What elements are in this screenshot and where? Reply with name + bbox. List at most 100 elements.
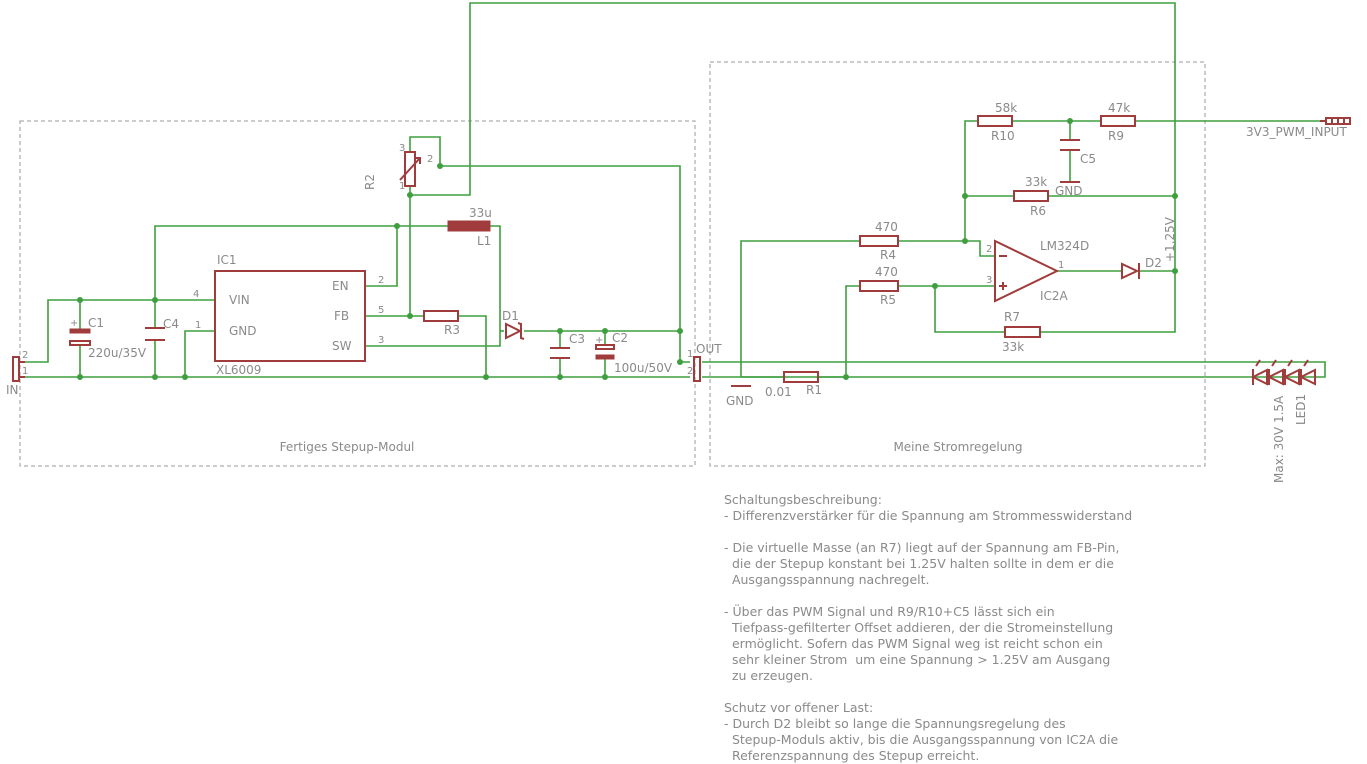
svg-text:R9: R9 bbox=[1108, 129, 1124, 143]
diode-d1: D1 bbox=[502, 309, 525, 340]
svg-text:SW: SW bbox=[332, 339, 352, 353]
svg-text:3: 3 bbox=[986, 275, 992, 286]
svg-text:D2: D2 bbox=[1145, 256, 1162, 270]
resistor-r3: R3 bbox=[423, 310, 460, 337]
capacitor-c3: C3 bbox=[550, 332, 585, 359]
svg-text:R10: R10 bbox=[991, 129, 1015, 143]
svg-text:5: 5 bbox=[378, 305, 384, 316]
svg-text:R7: R7 bbox=[1004, 310, 1020, 324]
svg-text:58k: 58k bbox=[995, 101, 1017, 115]
stepup-module-frame bbox=[19, 120, 696, 467]
input-label: IN bbox=[6, 383, 19, 397]
svg-text:XL6009: XL6009 bbox=[216, 363, 261, 377]
description-line: zu erzeugen. bbox=[724, 668, 813, 683]
svg-text:R5: R5 bbox=[880, 293, 896, 307]
description-line: die der Stepup konstant bei 1.25V halten… bbox=[724, 556, 1114, 571]
resistor-r4: 470 R4 bbox=[859, 220, 899, 262]
svg-text:33k: 33k bbox=[1025, 175, 1047, 189]
inductor-l1: 33u L1 bbox=[447, 206, 492, 248]
svg-text:C3: C3 bbox=[569, 332, 585, 346]
description-line: - Über das PWM Signal und R9/R10+C5 läss… bbox=[724, 604, 1055, 619]
svg-text:1: 1 bbox=[399, 181, 405, 192]
description-line: - Durch D2 bleibt so lange die Spannungs… bbox=[724, 716, 1066, 731]
svg-text:33k: 33k bbox=[1002, 340, 1024, 354]
svg-text:C1: C1 bbox=[88, 316, 104, 330]
capacitor-c5: C5 GND bbox=[1055, 139, 1096, 198]
svg-text:C2: C2 bbox=[612, 331, 628, 345]
wires bbox=[25, 2, 1326, 378]
svg-text:+: + bbox=[595, 335, 603, 346]
current-regulation-frame bbox=[709, 61, 1206, 467]
svg-text:C4: C4 bbox=[163, 317, 179, 331]
svg-text:VIN: VIN bbox=[229, 293, 250, 307]
resistor-r9: 47k R9 bbox=[1100, 101, 1136, 143]
capacitor-c2: + C2 100u/50V bbox=[595, 331, 673, 375]
svg-text:Max: 30V 1.5A: Max: 30V 1.5A bbox=[1272, 395, 1286, 483]
svg-text:GND: GND bbox=[726, 394, 754, 408]
description-line: Tiefpass-gefilterter Offset addieren, de… bbox=[724, 620, 1114, 635]
svg-text:GND: GND bbox=[229, 324, 257, 338]
svg-text:2: 2 bbox=[427, 154, 433, 165]
resistor-r10: 58k R10 bbox=[977, 101, 1017, 143]
svg-text:R6: R6 bbox=[1030, 204, 1046, 218]
svg-text:1: 1 bbox=[687, 349, 693, 360]
description-line: - Die virtuelle Masse (an R7) liegt auf … bbox=[724, 540, 1120, 555]
ground-symbol: GND bbox=[726, 385, 754, 408]
resistor-r1: 0.01 R1 bbox=[765, 371, 822, 399]
diode-d2: D2 bbox=[1121, 256, 1162, 280]
junctions bbox=[77, 118, 1178, 380]
description-line: Schaltungsbeschreibung: bbox=[724, 492, 882, 507]
svg-text:GND: GND bbox=[1055, 184, 1083, 198]
resistor-r7: R7 33k bbox=[1002, 310, 1041, 354]
svg-text:33u: 33u bbox=[469, 206, 492, 220]
pwm-input-connector: 3V3_PWM_INPUT bbox=[1246, 117, 1351, 139]
svg-text:R1: R1 bbox=[806, 383, 822, 397]
resistor-r6: 33k R6 bbox=[1013, 175, 1049, 218]
svg-text:1: 1 bbox=[195, 320, 201, 331]
description-line: - Differenzverstärker für die Spannung a… bbox=[724, 508, 1133, 523]
svg-text:R3: R3 bbox=[444, 323, 460, 337]
capacitor-c1: + C1 220u/35V bbox=[69, 316, 147, 360]
description-line: Referenzspannung des Stepup erreicht. bbox=[724, 748, 980, 763]
description-line: sehr kleiner Strom um eine Spannung > 1.… bbox=[724, 652, 1111, 667]
output-label: OUT bbox=[696, 342, 722, 356]
svg-text:EN: EN bbox=[332, 279, 349, 293]
description-line: Ausgangsspannung nachregelt. bbox=[724, 572, 930, 587]
input-connector: 2 1 IN bbox=[6, 350, 28, 397]
svg-text:IC2A: IC2A bbox=[1040, 289, 1069, 303]
description-line: ermöglicht. Sofern das PWM Signal weg is… bbox=[724, 636, 1103, 651]
svg-text:R4: R4 bbox=[880, 248, 896, 262]
svg-text:LM324D: LM324D bbox=[1040, 239, 1089, 253]
capacitor-c4: C4 bbox=[145, 317, 179, 341]
svg-text:1: 1 bbox=[1058, 260, 1064, 271]
svg-text:470: 470 bbox=[875, 220, 898, 234]
potentiometer-r2: 3 2 1 R2 bbox=[363, 143, 433, 192]
svg-text:D1: D1 bbox=[502, 309, 519, 323]
svg-text:L1: L1 bbox=[477, 234, 491, 248]
svg-text:IC1: IC1 bbox=[217, 253, 237, 267]
svg-text:2: 2 bbox=[22, 350, 28, 361]
pwm-net-label: 3V3_PWM_INPUT bbox=[1246, 125, 1347, 139]
svg-text:LED1: LED1 bbox=[1294, 394, 1308, 425]
description-line: Schutz vor offener Last: bbox=[724, 700, 874, 715]
led-chain: Max: 30V 1.5A LED1 bbox=[1250, 359, 1316, 483]
current-regulation-label: Meine Stromregelung bbox=[893, 440, 1022, 454]
svg-text:+: + bbox=[70, 318, 78, 329]
svg-text:220u/35V: 220u/35V bbox=[88, 346, 147, 360]
svg-text:4: 4 bbox=[193, 289, 199, 300]
svg-text:3: 3 bbox=[378, 335, 384, 346]
svg-text:0.01: 0.01 bbox=[765, 385, 792, 399]
description-line: Stepup-Moduls aktiv, bis die Ausgangsspa… bbox=[724, 732, 1119, 747]
svg-text:1: 1 bbox=[22, 366, 28, 377]
svg-text:3: 3 bbox=[399, 143, 405, 154]
svg-text:C5: C5 bbox=[1080, 152, 1096, 166]
svg-text:FB: FB bbox=[334, 309, 349, 323]
svg-text:470: 470 bbox=[875, 265, 898, 279]
output-connector: 1 2 OUT bbox=[687, 342, 722, 382]
svg-text:47k: 47k bbox=[1108, 101, 1130, 115]
svg-text:2: 2 bbox=[986, 244, 992, 255]
vref-net-label: +1.25V bbox=[1163, 216, 1177, 262]
resistor-r5: 470 R5 bbox=[859, 265, 899, 307]
svg-text:2: 2 bbox=[687, 366, 693, 377]
